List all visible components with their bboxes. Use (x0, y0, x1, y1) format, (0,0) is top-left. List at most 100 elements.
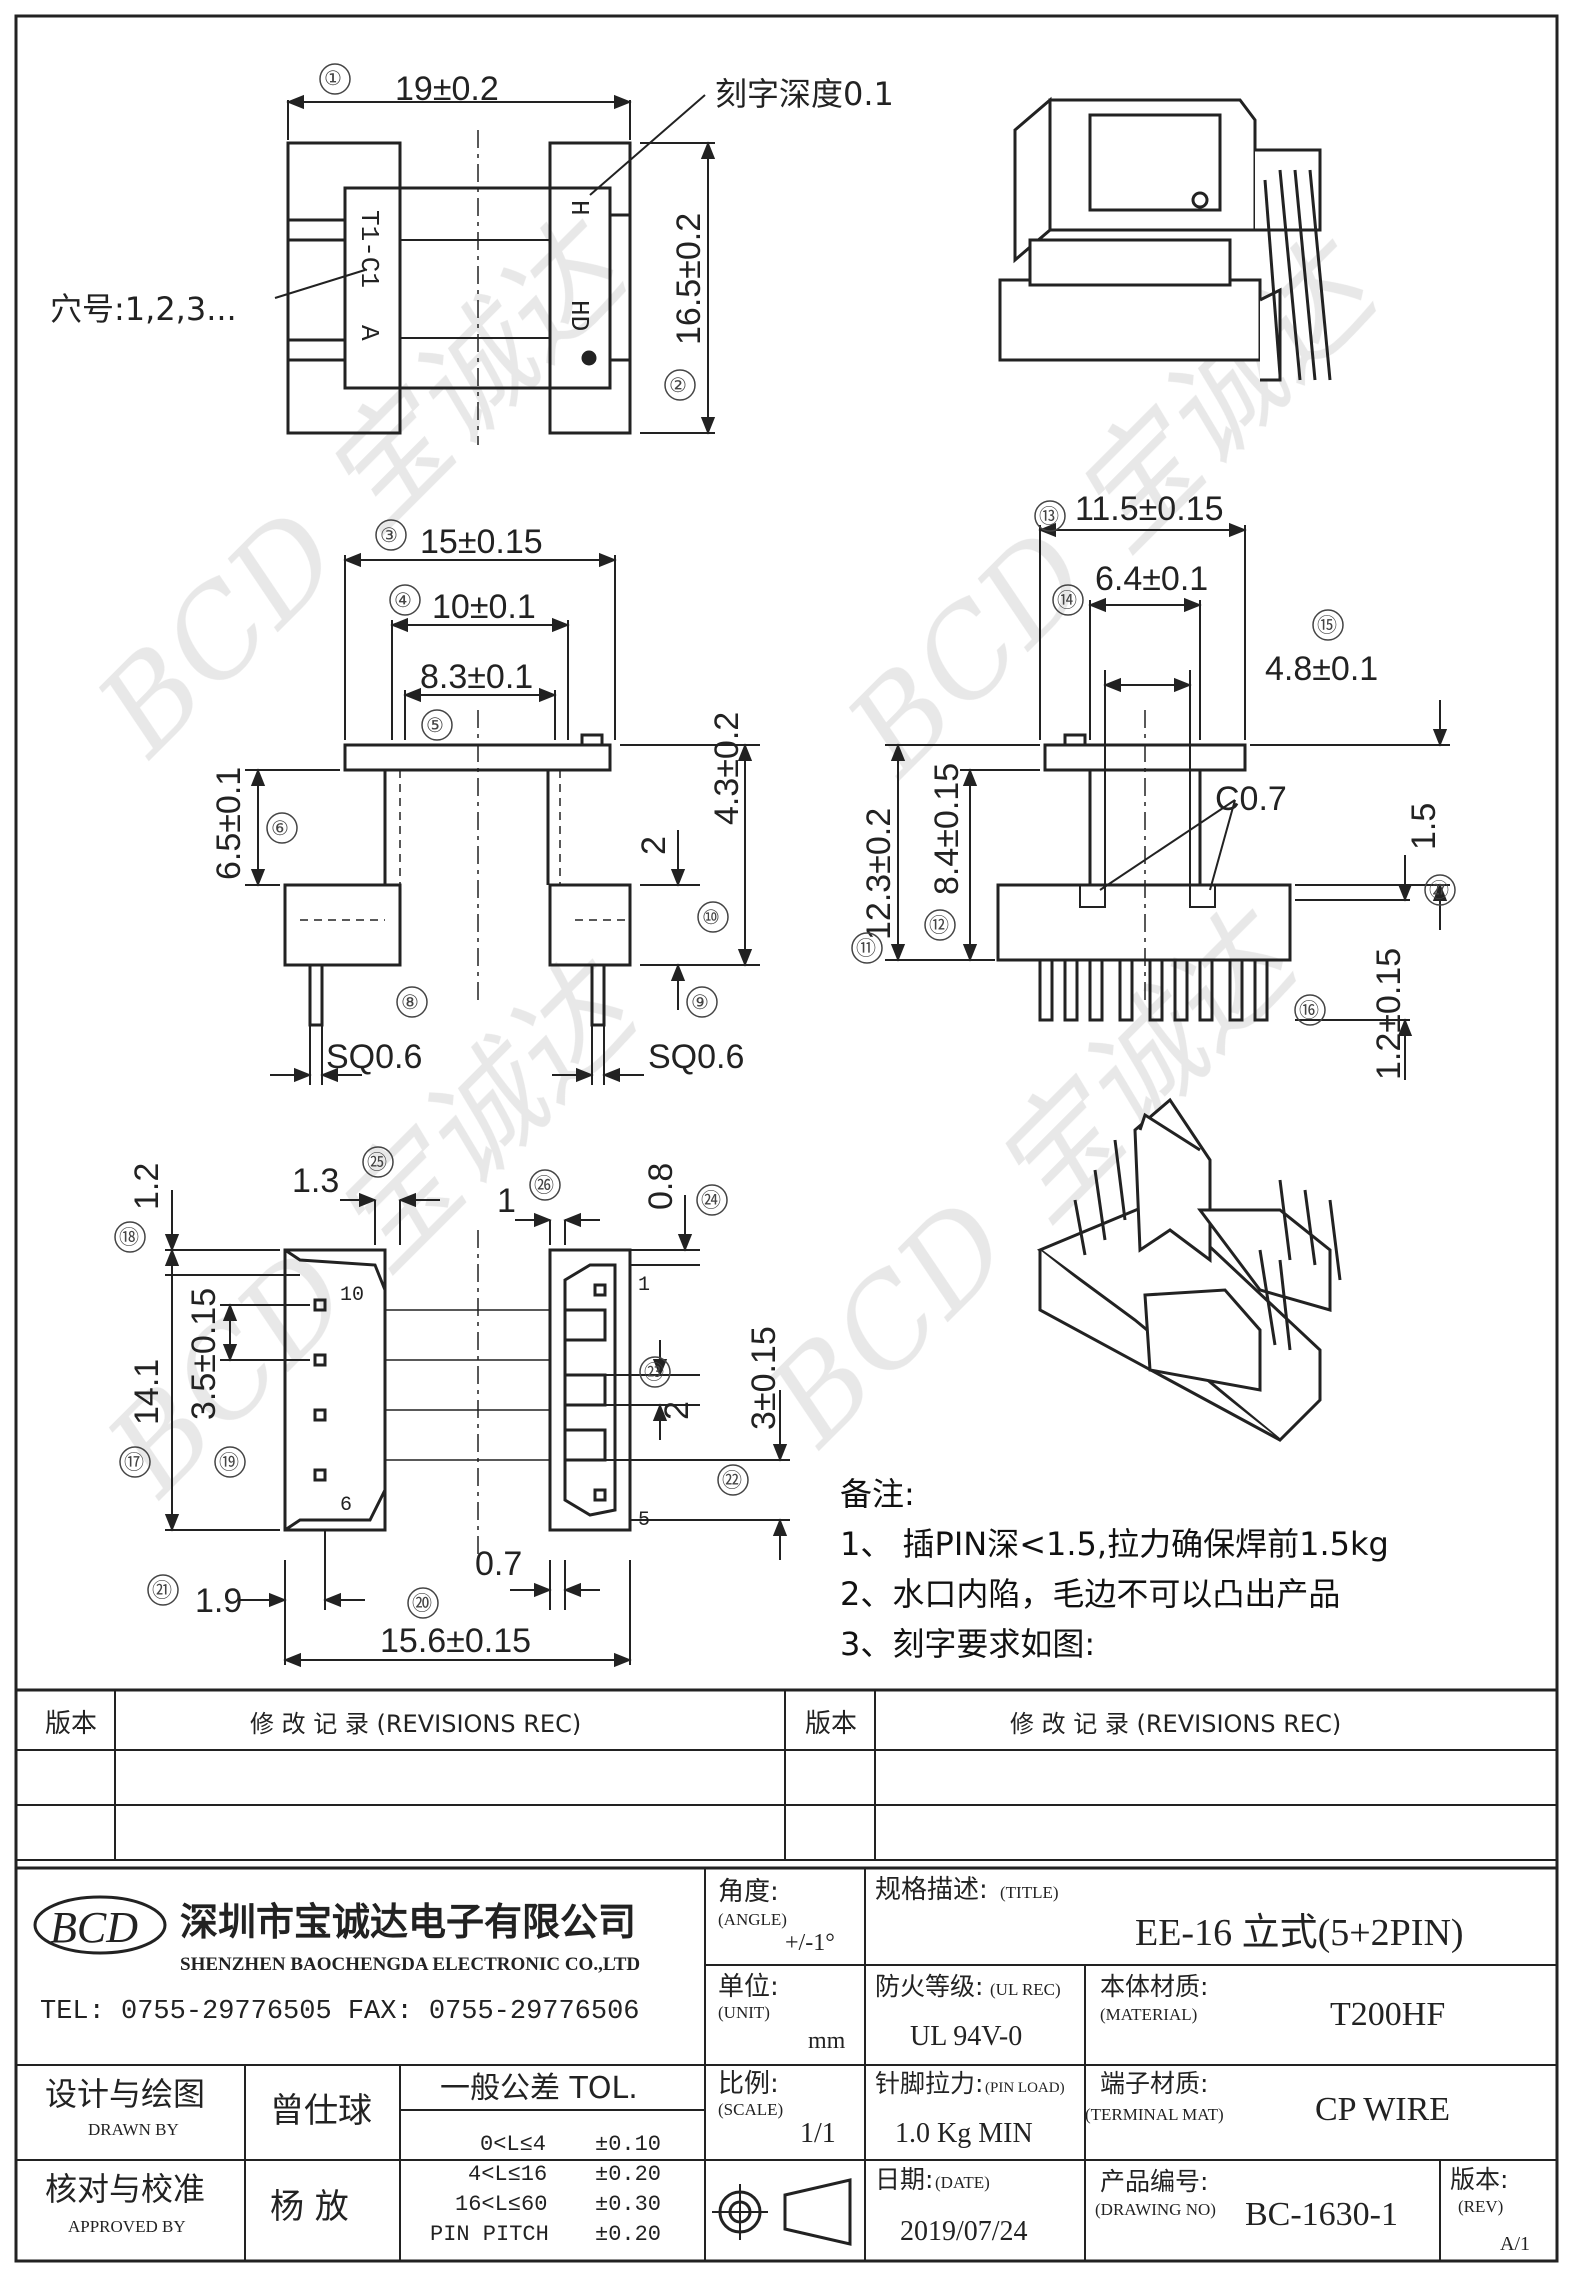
fire-label: 防火等级: (875, 1972, 983, 2001)
tol-range: 0<L≤4 (480, 2132, 546, 2157)
dim-sq-left: SQ0.6 (326, 1038, 422, 1076)
rev-label: 版本: (1450, 2165, 1508, 2194)
tolerance-title: 一般公差 TOL. (440, 2071, 638, 2106)
dim-21: 1.9 (195, 1582, 242, 1620)
circle-22: ㉒ (722, 1469, 742, 1492)
approved-by-label-en: APPROVED BY (68, 2217, 186, 2236)
material-value: T200HF (1330, 1996, 1445, 2033)
rev-col-record-left: 修 改 记 录 (REVISIONS REC) (250, 1710, 581, 1738)
company-name-en: SHENZHEN BAOCHENGDA ELECTRONIC CO.,LTD (180, 1954, 640, 1975)
isometric-view-top (998, 96, 1332, 382)
circle-15: ⑮ (1317, 614, 1337, 637)
circle-9: ⑨ (691, 992, 709, 1014)
tol-value: ±0.10 (595, 2132, 661, 2157)
circle-6: ⑥ (271, 818, 289, 840)
dim-0-7: 0.7 (475, 1545, 522, 1583)
marking-t1c1: T1-C1 (354, 210, 384, 288)
dim-23: 2 (658, 1401, 696, 1420)
tol-value: ±0.20 (595, 2162, 661, 2187)
note-1: 1、 插PIN深<1.5,拉力确保焊前1.5kg (840, 1525, 1389, 1563)
circle-25: ㉕ (367, 1151, 387, 1174)
drawn-by-label-en: DRAWN BY (88, 2120, 179, 2139)
scale-value: 1/1 (800, 2118, 836, 2149)
pinload-label: 针脚拉力: (875, 2069, 983, 2098)
unit-label: 单位: (718, 1972, 779, 2002)
dim-26: 1 (497, 1182, 516, 1220)
approved-by-value: 杨 放 (270, 2187, 349, 2227)
pinload-label-en: (PIN LOAD) (985, 2080, 1065, 2096)
rev-col-version-left: 版本 (45, 1709, 97, 1739)
circle-18: ⑱ (119, 1226, 139, 1249)
isometric-view-bottom (1036, 1097, 1342, 1443)
dim-19: 3.5±0.15 (185, 1288, 223, 1420)
circle-16: ⑯ (1299, 999, 1319, 1022)
circle-26: ㉖ (534, 1174, 554, 1197)
circle-23: ㉓ (644, 1361, 664, 1384)
date-label-en: (DATE) (935, 2173, 990, 2192)
bottom-view (283, 1230, 632, 1560)
side-view (996, 710, 1292, 1022)
circle-1: ① (324, 68, 342, 90)
dim-14: 6.4±0.1 (1095, 560, 1208, 598)
rev-col-record-right: 修 改 记 录 (REVISIONS REC) (1010, 1710, 1341, 1738)
spec-label: 规格描述: (875, 1875, 988, 1905)
projection-symbol-icon (712, 2178, 852, 2246)
dim-sq-right: SQ0.6 (648, 1038, 744, 1076)
terminal-label: 端子材质: (1100, 2069, 1208, 2098)
dim-6: 6.5±0.1 (210, 767, 248, 880)
dim-3: 15±0.15 (420, 523, 543, 561)
drawn-by-label: 设计与绘图 (45, 2075, 205, 2113)
dim-22: 3±0.15 (745, 1326, 783, 1430)
drawn-by-value: 曾仕球 (270, 2091, 372, 2131)
circle-4: ④ (394, 590, 412, 612)
tol-range: 4<L≤16 (468, 2162, 547, 2187)
circle-12: ⑫ (929, 914, 949, 937)
tol-range: 16<L≤60 (455, 2192, 547, 2217)
dim-18: 1.2 (128, 1163, 166, 1210)
tol-value: ±0.30 (595, 2192, 661, 2217)
rev-value: A/1 (1500, 2233, 1530, 2255)
scale-label: 比例: (718, 2069, 779, 2099)
approved-by-label: 核对与校准 (45, 2170, 205, 2208)
note-2: 2、水口内陷，毛边不可以凸出产品 (840, 1575, 1340, 1613)
circle-19: ⑲ (219, 1451, 239, 1474)
circle-21: ㉑ (152, 1579, 172, 1602)
circle-24: ㉔ (701, 1189, 721, 1212)
dim-1: 19±0.2 (395, 70, 499, 108)
circle-5: ⑤ (426, 715, 444, 737)
company-tel-fax: TEL: 0755-29776505 FAX: 0755-29776506 (40, 1997, 640, 2027)
dim-2a: 2 (635, 836, 673, 855)
circle-17: ⑰ (124, 1451, 144, 1474)
terminal-value: CP WIRE (1315, 2091, 1450, 2128)
engrave-depth-label: 刻字深度0.1 (715, 75, 894, 113)
front-view (283, 710, 632, 1027)
notes-title: 备注: (840, 1475, 915, 1513)
hole-number-label: 穴号:1,2,3... (50, 290, 237, 328)
spec-label-en: (TITLE) (1000, 1883, 1059, 1902)
revisions-table (16, 1688, 1557, 1870)
pin-label-5: 5 (638, 1509, 650, 1532)
pin-label-6: 6 (340, 1494, 352, 1517)
circle-27: ㉗ (1429, 879, 1449, 902)
date-label: 日期: (875, 2165, 933, 2194)
unit-label-en: (UNIT) (718, 2003, 770, 2022)
angle-value: +/-1° (785, 1930, 835, 1956)
dim-5: 8.3±0.1 (420, 658, 533, 696)
tolerance-table: 0<L≤4 ±0.10 4<L≤16 ±0.20 16<L≤60 ±0.30 P… (430, 2132, 661, 2247)
tol-range: PIN PITCH (430, 2222, 549, 2247)
angle-label: 角度: (718, 1877, 779, 1907)
sheet-border (14, 14, 1559, 2263)
dim-25: 1.3 (292, 1162, 339, 1200)
pinload-value: 1.0 Kg MIN (895, 2118, 1033, 2149)
date-value: 2019/07/24 (900, 2216, 1028, 2247)
dim-4-3: 4.3±0.2 (708, 712, 746, 825)
company-logo: BCD (33, 1895, 167, 1955)
pin-label-10: 10 (340, 1284, 364, 1307)
dim-20: 15.6±0.15 (380, 1622, 531, 1660)
dim-16: 1.2±0.15 (1370, 948, 1408, 1080)
circle-13: ⑬ (1039, 505, 1059, 528)
unit-value: mm (808, 2028, 846, 2054)
dim-11: 12.3±0.2 (860, 808, 898, 940)
circle-11: ⑪ (856, 937, 876, 960)
material-label: 本体材质: (1100, 1972, 1208, 2001)
